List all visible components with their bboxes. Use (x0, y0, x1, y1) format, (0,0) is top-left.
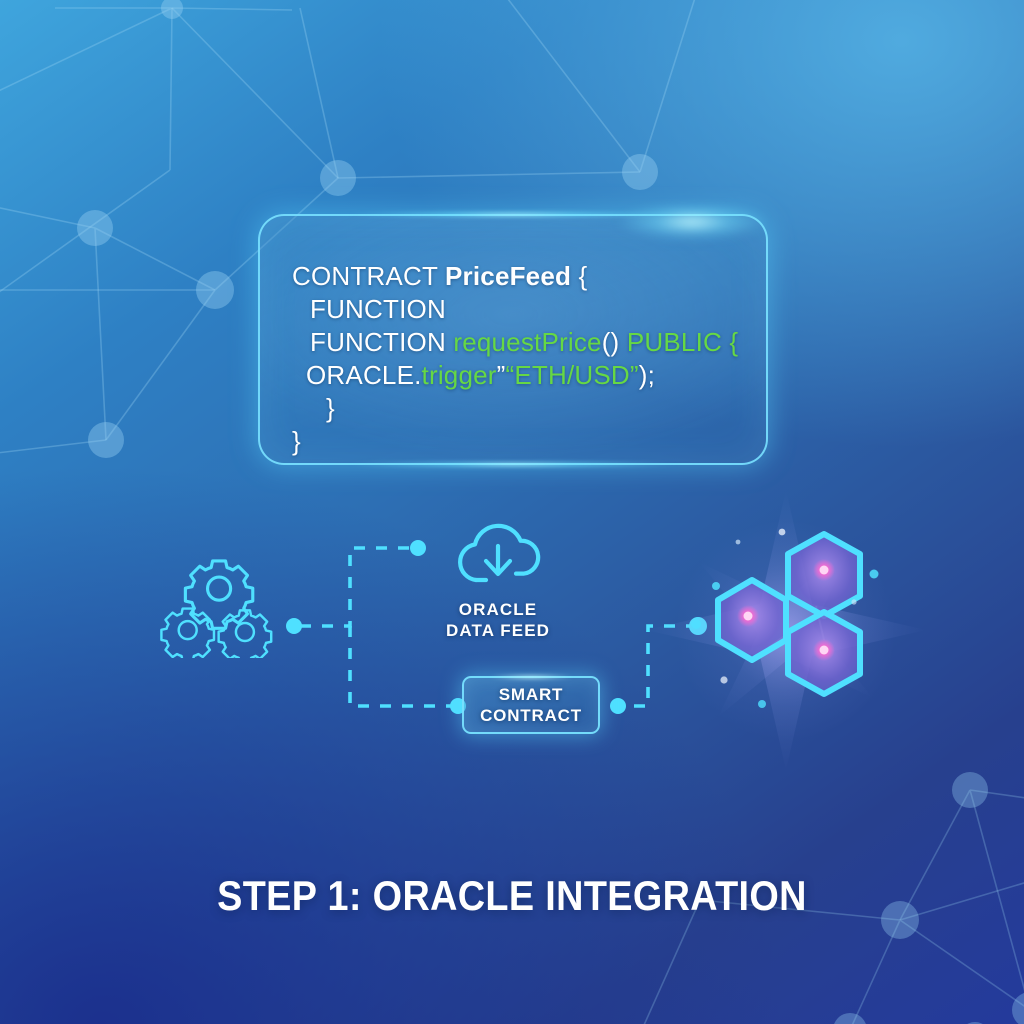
code-line: FUNCTION (292, 293, 738, 326)
cloud-download-icon (458, 523, 541, 583)
smart-contract-label-line1: SMART (498, 685, 564, 704)
hexagon-top (785, 531, 863, 619)
code-token: PUBLIC { (619, 327, 739, 357)
code-token: PriceFeed (445, 261, 572, 291)
hexagon-nodes-icon (691, 528, 879, 708)
code-token: ” (496, 360, 506, 390)
gears-icon (160, 559, 273, 658)
oracle-data-feed-label: ORACLE DATA FEED (418, 599, 578, 641)
code-line: CONTRACT PriceFeed { (292, 260, 738, 293)
smart-contract-label-line2: CONTRACT (480, 706, 582, 725)
code-token: } (292, 426, 301, 456)
smart-contract-label: SMART CONTRACT (480, 684, 582, 726)
code-token: CONTRACT (292, 261, 445, 291)
connector-gears-to-oracle (300, 546, 412, 628)
code-token: FUNCTION (310, 327, 454, 357)
code-line: } (292, 425, 738, 458)
code-line: FUNCTION requestPrice() PUBLIC { (292, 326, 738, 359)
code-token: ORACLE. (306, 360, 422, 390)
oracle-label-line1: ORACLE (458, 600, 538, 619)
oracle-data-feed-node: ORACLE DATA FEED (418, 518, 578, 641)
blockchain-hexagon-cluster (646, 490, 926, 768)
code-line: ORACLE.trigger”“ETH/USD”); (292, 359, 738, 392)
code-panel-bottom-glow (300, 462, 726, 467)
hexagon-left (715, 577, 789, 663)
code-token: } (326, 393, 335, 423)
code-token: FUNCTION (310, 294, 446, 324)
smart-contract-node: SMART CONTRACT (462, 675, 600, 734)
smart-contract-glow (477, 675, 585, 679)
code-token: “ETH/USD” (505, 360, 639, 390)
code-token: () (601, 327, 620, 357)
code-line: } (292, 392, 738, 425)
code-panel-top-glow (300, 212, 726, 217)
code-token: ); (638, 360, 656, 390)
oracle-label-line2: DATA FEED (445, 621, 551, 640)
process-diagram: ORACLE DATA FEED SMART CONTRACT (0, 490, 1024, 768)
code-panel-corner-glow (616, 200, 806, 244)
code-token: trigger (421, 360, 497, 390)
step-title: STEP 1: ORACLE INTEGRATION (217, 872, 807, 919)
code-token: { (571, 261, 588, 291)
hexagon-bottom (785, 609, 863, 697)
particles (691, 528, 879, 708)
code-token: requestPrice (453, 327, 602, 357)
